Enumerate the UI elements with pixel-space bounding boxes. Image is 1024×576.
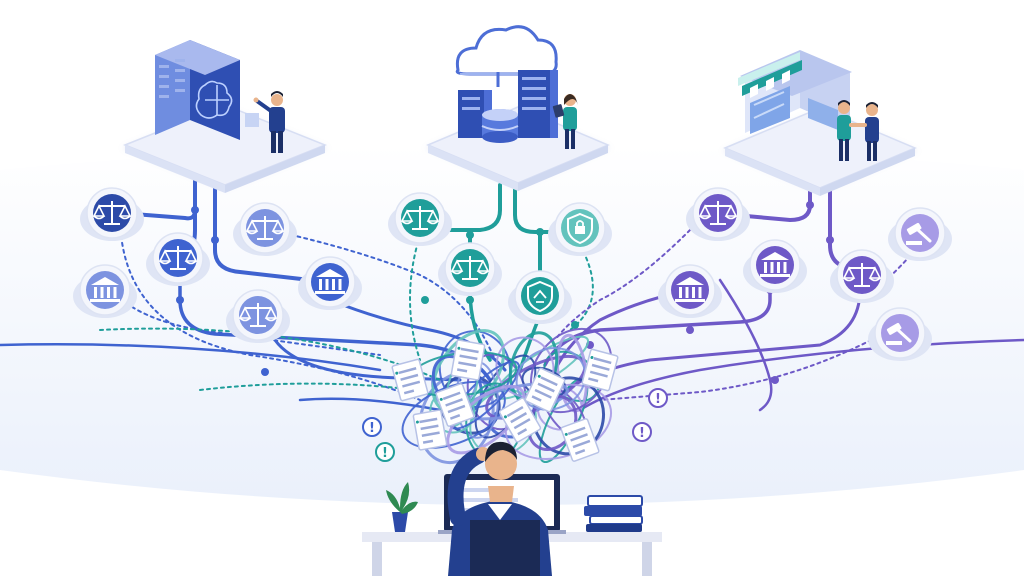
regulation-node	[830, 249, 894, 303]
alert-mark: !	[639, 426, 645, 441]
regulation-node	[298, 256, 362, 310]
hub-ai-datacenter	[122, 40, 328, 193]
document-icon	[391, 358, 429, 402]
handshake-people	[837, 100, 879, 161]
document-icon	[498, 397, 542, 443]
courthouse-icon	[675, 277, 705, 302]
book-stack-icon	[584, 495, 643, 532]
alert-icon: !	[375, 442, 395, 462]
alert-icon: !	[362, 417, 382, 437]
scales-icon	[450, 256, 490, 280]
junction-dot	[421, 296, 429, 304]
tablet-person	[552, 94, 578, 149]
alert-icon: !	[648, 388, 668, 408]
junction-dot	[571, 321, 579, 329]
regulation-node	[438, 242, 502, 296]
tangle-loop	[515, 347, 587, 411]
document-icon	[435, 383, 475, 427]
document-icon	[412, 409, 448, 451]
junction-dot	[826, 236, 834, 244]
scales-icon	[400, 206, 440, 230]
gavel-icon	[886, 322, 912, 345]
regulation-node	[743, 239, 807, 293]
regulation-node	[388, 192, 452, 246]
gavel-icon	[906, 222, 932, 245]
document-icon	[450, 339, 486, 381]
regulation-nodes	[73, 187, 952, 361]
scales-icon	[698, 201, 738, 225]
regulation-node	[73, 264, 137, 318]
document-icon	[524, 367, 566, 413]
junction-dot	[466, 231, 474, 239]
hub-cloud-storage	[426, 25, 610, 191]
junction-dot	[466, 296, 474, 304]
brain-server-icon	[155, 40, 259, 140]
regulation-node	[888, 207, 952, 261]
plant-icon	[386, 482, 418, 532]
document-icon	[581, 348, 619, 392]
courthouse-icon	[315, 269, 345, 294]
person	[447, 441, 552, 576]
scales-icon	[158, 246, 198, 270]
regulation-node	[686, 187, 750, 241]
alert-mark: !	[382, 446, 388, 461]
junction-dot	[261, 368, 269, 376]
tangle-loop	[446, 384, 526, 455]
alert-mark: !	[655, 392, 661, 407]
junction-dot	[191, 206, 199, 214]
regulation-node	[658, 264, 722, 318]
junction-dot	[176, 296, 184, 304]
document-icon	[560, 418, 600, 462]
alert-markers: !!!!	[362, 388, 668, 462]
regulation-node	[868, 307, 932, 361]
regulation-node	[80, 187, 144, 241]
regulation-node	[146, 232, 210, 286]
junction-dot	[686, 326, 694, 334]
stressed-person-at-desk	[362, 441, 662, 576]
shield-lock-icon	[567, 212, 593, 245]
shield-icon	[527, 280, 553, 313]
regulation-node	[226, 289, 290, 343]
alert-icon: !	[632, 422, 652, 442]
junction-dot	[536, 228, 544, 236]
floating-documents	[391, 339, 619, 462]
scales-icon	[238, 303, 278, 327]
scales-icon	[245, 216, 285, 240]
presenter-person	[253, 91, 285, 153]
regulation-node	[508, 270, 572, 324]
scales-icon	[842, 263, 882, 287]
alert-mark: !	[369, 421, 375, 436]
storefront-icon	[738, 50, 852, 134]
junction-dot	[211, 236, 219, 244]
courthouse-icon	[90, 277, 120, 302]
regulation-node	[233, 202, 297, 256]
junction-dot	[806, 201, 814, 209]
scales-icon	[92, 201, 132, 225]
regulation-node	[548, 202, 612, 256]
cloud-database-icon	[455, 25, 558, 143]
courthouse-icon	[760, 252, 790, 277]
hub-storefront	[723, 50, 917, 196]
junction-dot	[771, 376, 779, 384]
